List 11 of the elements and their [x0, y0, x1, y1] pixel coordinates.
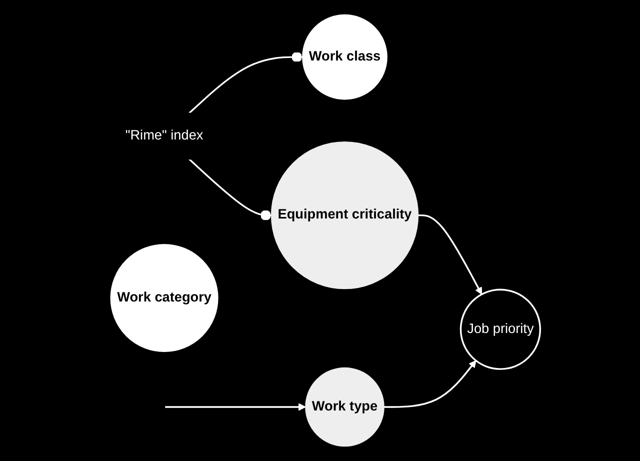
arrow	[165, 403, 306, 411]
node-circle: Job priority	[460, 288, 542, 370]
connector	[188, 158, 272, 220]
node-circle: Work type	[305, 367, 384, 447]
node-circle: Work class	[302, 14, 388, 100]
arrow	[418, 214, 482, 295]
arrow	[384, 360, 476, 408]
node-circle: Work category	[110, 244, 218, 352]
node-circle: Equipment criticality	[270, 141, 419, 290]
node-text: "Rime" index	[125, 128, 204, 143]
connector	[188, 52, 302, 114]
